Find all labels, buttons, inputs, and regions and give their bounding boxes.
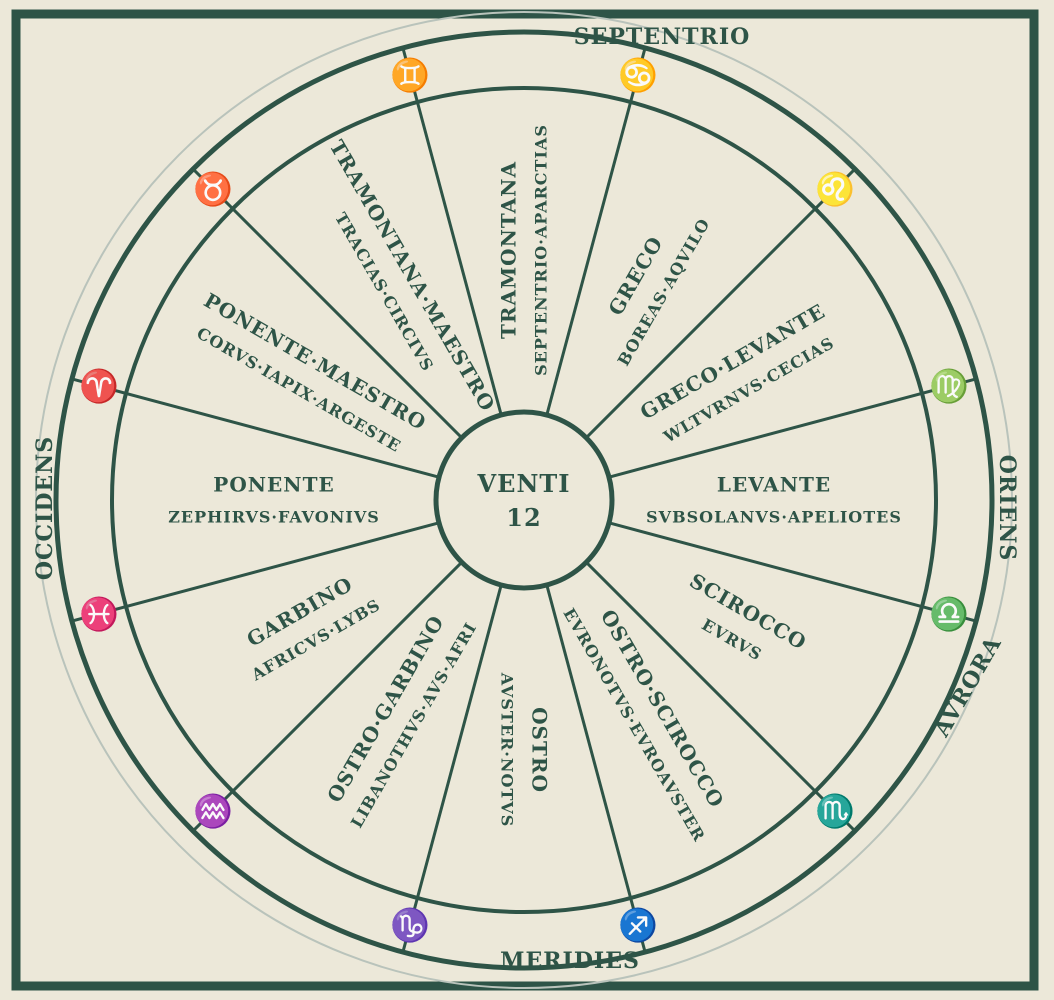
- gemini-icon: ♊: [390, 56, 430, 94]
- wind-latin-label: SVBSOLANVS·APELIOTES: [646, 508, 902, 527]
- leo-icon: ♌: [815, 170, 855, 208]
- zodiac-inner-ring: [110, 86, 938, 914]
- outer-ring: [53, 29, 995, 971]
- libra-icon: ♎: [929, 595, 969, 633]
- cardinal-north: SEPTENTRIO: [574, 24, 751, 50]
- wind-spokes: [71, 47, 977, 953]
- spoke: [608, 377, 977, 479]
- wind-latin-label: ZEPHIRVS·FAVONIVS: [168, 508, 380, 527]
- center-title: VENTI: [477, 469, 571, 498]
- spoke: [71, 377, 440, 479]
- wind-latin-label: AVSTER·NOTVS: [498, 672, 517, 828]
- capricorn-icon: ♑: [390, 906, 430, 944]
- aquarius-icon: ♒: [193, 792, 233, 830]
- cardinal-south: MERIDIES: [500, 948, 640, 974]
- center-circle: [433, 409, 615, 591]
- spoke: [545, 584, 647, 953]
- zodiac-band: ♋ ♌ ♍ ♎ ♏ ♐ ♑ ♒ ♓ ♈ ♉ ♊: [79, 56, 969, 944]
- faint-outer-circle: [35, 11, 1013, 989]
- wind-latin-label: SEPTENTRIO·APARCTIAS: [532, 124, 551, 376]
- spoke: [192, 168, 463, 439]
- scorpio-icon: ♏: [815, 792, 855, 830]
- wind-italian-label: PONENTE: [213, 473, 334, 497]
- pisces-icon: ♓: [79, 595, 119, 633]
- sagittarius-icon: ♐: [618, 906, 658, 944]
- cardinal-west: OCCIDENS: [32, 436, 58, 580]
- wind-italian-label: TRAMONTANA: [497, 161, 521, 339]
- spoke: [71, 521, 440, 623]
- spoke: [545, 47, 647, 416]
- spoke: [192, 561, 463, 832]
- spoke: [585, 561, 856, 832]
- spoke: [401, 584, 503, 953]
- spoke: [401, 47, 503, 416]
- virgo-icon: ♍: [929, 367, 969, 405]
- spoke: [608, 521, 977, 623]
- taurus-icon: ♉: [193, 170, 233, 208]
- wind-italian-label: LEVANTE: [717, 473, 831, 497]
- spoke: [585, 168, 856, 439]
- wind-italian-label: OSTRO: [528, 707, 552, 793]
- cardinal-east: ORIENS: [994, 455, 1020, 562]
- aries-icon: ♈: [79, 367, 119, 405]
- center-count: 12: [506, 503, 541, 532]
- cancer-icon: ♋: [618, 56, 658, 94]
- outer-frame: [11, 9, 1039, 991]
